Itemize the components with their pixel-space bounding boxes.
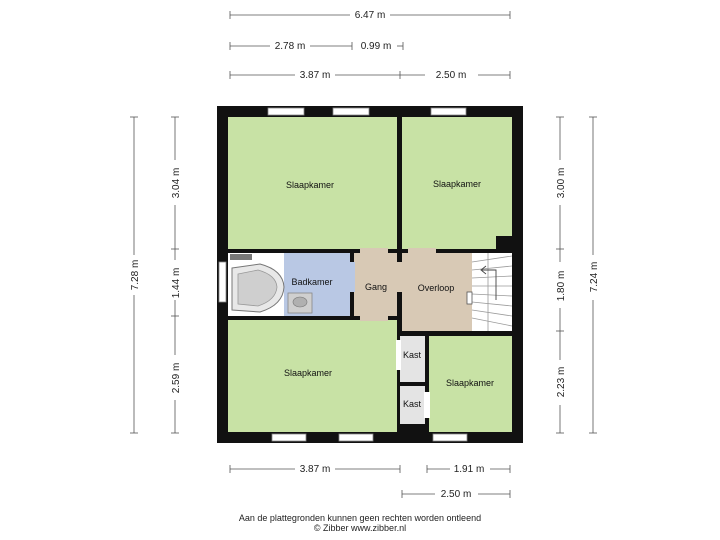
dim-bottom-c: 2.50 m [441,489,472,500]
label-bedroom-top-right: Slaapkamer [433,179,481,189]
room-bedroom-top-left [228,117,397,249]
room-bedroom-bottom-left [228,320,397,432]
bathtub [230,254,285,313]
dim-left-a: 3.04 m [171,168,182,199]
label-hall: Gang [365,282,387,292]
room-bedroom-bottom-right [429,336,512,432]
footer-copyright: © Zibber www.zibber.nl [313,523,407,533]
dim-top-d: 2.50 m [436,70,467,81]
footer-disclaimer: Aan de plattegronden kunnen geen rechten… [238,513,482,523]
dim-right-total: 7.24 m [589,262,600,293]
label-landing: Overloop [418,283,455,293]
label-bedroom-bottom-left: Slaapkamer [284,368,332,378]
dim-bottom-a: 3.87 m [300,464,331,475]
dim-left-b: 1.44 m [171,268,182,299]
label-closet-1: Kast [403,350,422,360]
label-bedroom-bottom-right: Slaapkamer [446,378,494,388]
label-bedroom-top-left: Slaapkamer [286,180,334,190]
dim-left-total: 7.28 m [130,260,141,291]
room-closet-1 [400,336,425,382]
room-labels: Slaapkamer Slaapkamer Badkamer Gang Over… [284,179,494,409]
label-bathroom: Badkamer [291,277,332,287]
label-closet-2: Kast [403,399,422,409]
sink [287,292,313,314]
dimension-lines [130,11,597,498]
door-openings [349,248,436,418]
dim-top-c: 3.87 m [300,70,331,81]
dim-top-a: 2.78 m [275,41,306,52]
room-bedroom-top-right [402,117,512,249]
room-landing [402,253,472,331]
dim-left-c: 2.59 m [171,363,182,394]
staircase [466,253,513,331]
dimension-labels: 6.47 m 2.78 m 0.99 m 3.87 m 2.50 m 7.28 … [130,10,600,500]
room-closet-2 [400,386,425,424]
dim-bottom-b: 1.91 m [454,464,485,475]
room-fills [228,117,512,432]
dim-right-b: 1.80 m [556,271,567,302]
dim-top-total: 6.47 m [355,10,386,21]
dim-right-a: 3.00 m [556,168,567,199]
dim-top-b: 0.99 m [361,41,392,52]
windows [218,107,468,442]
dim-right-c: 2.23 m [556,367,567,398]
room-hall [354,253,398,316]
